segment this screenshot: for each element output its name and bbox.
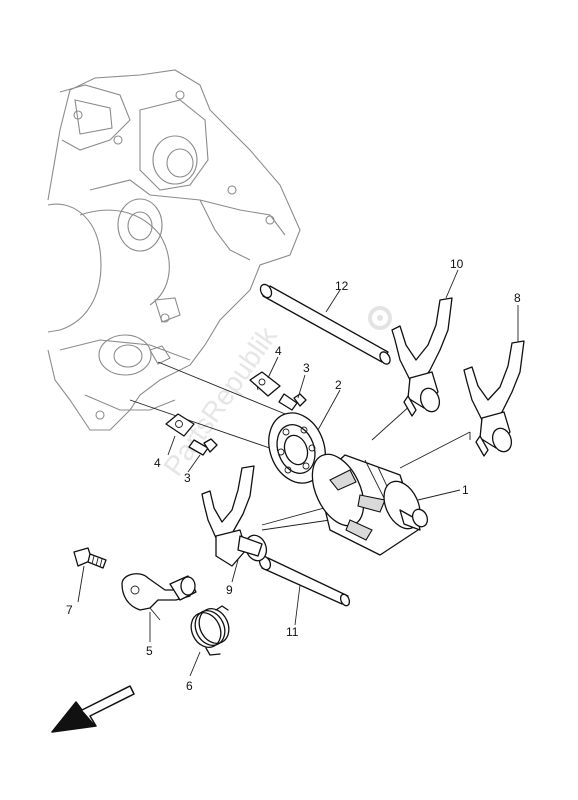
callout-labels: 1 2 3 3 4 4 5 6 7 8 9 10 11 12	[66, 257, 521, 693]
shift-fork-shaft-upper	[259, 283, 391, 365]
callout-3-upper: 3	[303, 361, 310, 375]
shift-lever	[121, 573, 197, 621]
callout-1: 1	[462, 483, 469, 497]
shift-fork-8	[463, 340, 525, 457]
bolt	[73, 547, 107, 569]
callout-2: 2	[335, 378, 342, 392]
bearing	[268, 412, 326, 484]
screw-upper	[278, 393, 307, 411]
front-direction-arrow-icon	[51, 685, 135, 733]
callout-5: 5	[146, 644, 153, 658]
watermark-text: PartsRepublik	[158, 320, 284, 481]
shift-drum	[311, 453, 429, 556]
crankcase-outline	[47, 69, 301, 431]
watermark-gear-icon	[368, 306, 392, 330]
callout-leaders	[77, 269, 519, 677]
retainer-plate-upper	[249, 371, 281, 397]
callout-7: 7	[66, 603, 73, 617]
callout-10: 10	[450, 257, 464, 271]
callout-4-upper: 4	[275, 344, 282, 358]
callout-9: 9	[226, 583, 233, 597]
callout-8: 8	[514, 291, 521, 305]
screw-lower	[188, 438, 218, 456]
retainer-plate-lower	[165, 413, 195, 437]
shift-fork-9	[201, 465, 268, 567]
callout-6: 6	[186, 679, 193, 693]
callout-4-lower: 4	[154, 456, 161, 470]
shift-fork-shaft-lower	[258, 555, 351, 607]
callout-12: 12	[335, 279, 349, 293]
torsion-spring	[190, 605, 230, 656]
callout-3-lower: 3	[184, 471, 191, 485]
shift-fork-10	[391, 297, 453, 417]
callout-11: 11	[286, 625, 299, 639]
